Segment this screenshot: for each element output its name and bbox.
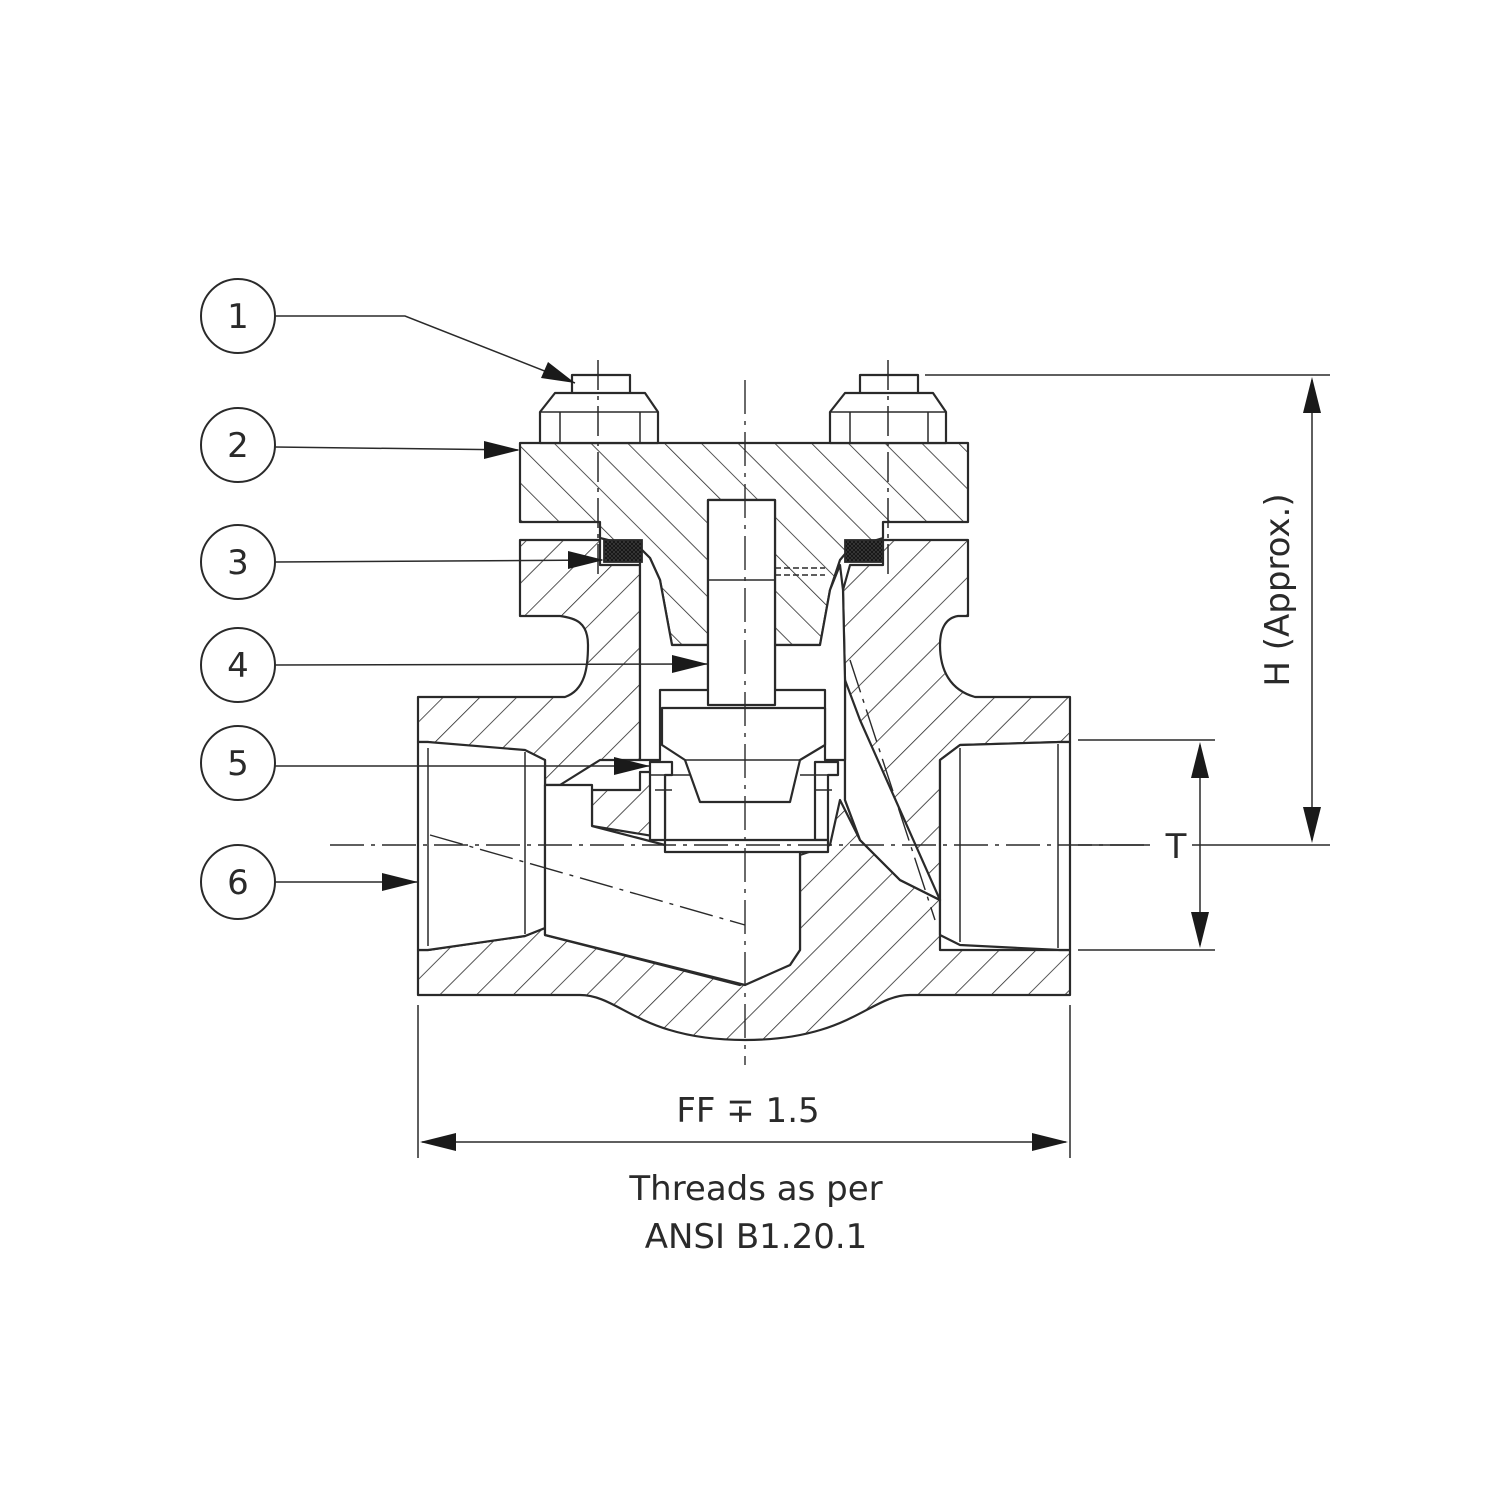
body-left-hub [416, 538, 642, 787]
stud-bolt-right [828, 360, 948, 580]
stud-bolt-left [538, 360, 660, 580]
callout-2-number: 2 [227, 426, 249, 466]
right-port-thread [938, 740, 1072, 952]
dimension-height: H (Approx.) [925, 374, 1330, 846]
bonnet-cavity-right [773, 563, 847, 762]
callout-4-number: 4 [227, 646, 249, 686]
center-lines [330, 380, 1160, 1065]
seat-ring [648, 760, 840, 854]
note-line-1: Threads as per [628, 1169, 882, 1209]
piston-stem [706, 498, 777, 707]
callout-3-number: 3 [227, 543, 249, 583]
piston-head [660, 706, 827, 804]
valve-bore [416, 678, 1072, 987]
face-to-face-label: FF ∓ 1.5 [676, 1091, 819, 1131]
leaders [274, 315, 709, 891]
gasket-left [603, 539, 643, 563]
callout-6-number: 6 [227, 863, 249, 903]
piston-disc [660, 498, 827, 804]
gasket-right [844, 539, 884, 563]
note-line-2: ANSI B1.20.1 [645, 1217, 868, 1257]
callout-5-number: 5 [227, 744, 249, 784]
dimension-thread: T [1078, 739, 1215, 951]
callout-6: 6 [200, 844, 276, 920]
callout-4: 4 [200, 627, 276, 703]
thread-note: Threads as per ANSI B1.20.1 [628, 1169, 882, 1257]
left-port-thread [416, 740, 547, 952]
height-label: H (Approx.) [1258, 493, 1298, 686]
dimension-face-to-face: FF ∓ 1.5 [417, 1005, 1071, 1158]
callout-1-number: 1 [227, 297, 249, 337]
thread-label: T [1165, 827, 1187, 867]
callout-1: 1 [200, 278, 276, 354]
flow-passage [543, 783, 802, 987]
callout-2: 2 [200, 407, 276, 483]
callout-3: 3 [200, 524, 276, 600]
callout-5: 5 [200, 725, 276, 801]
